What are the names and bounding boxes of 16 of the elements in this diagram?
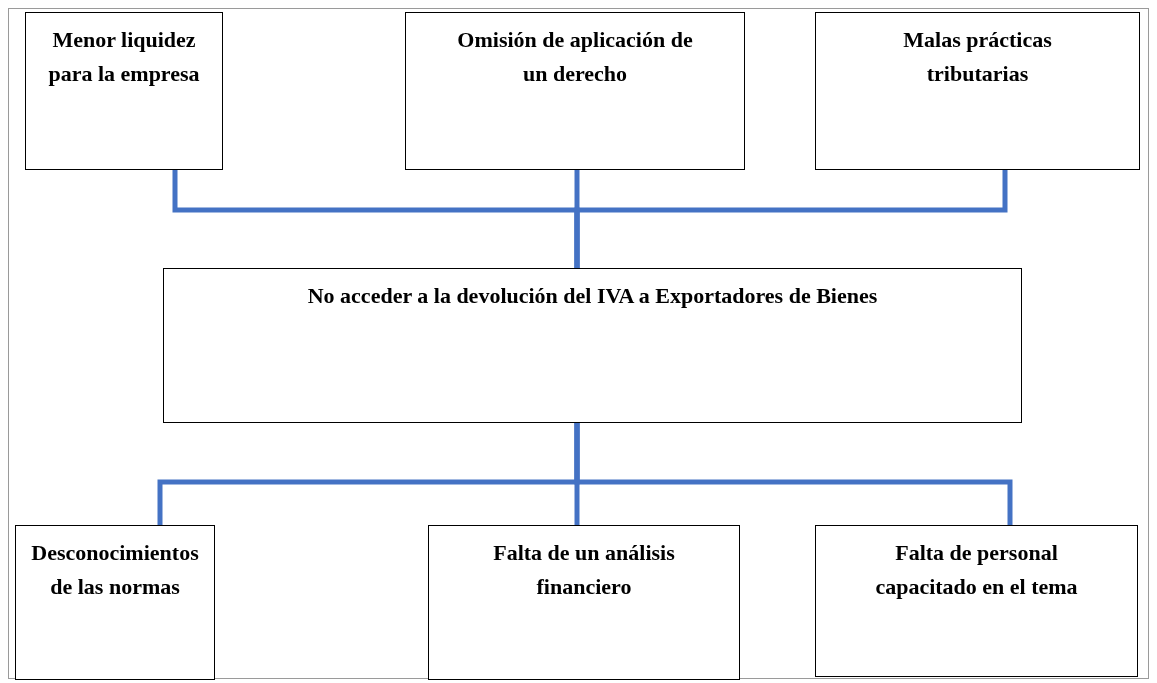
text-box [405, 12, 745, 170]
text-box [163, 268, 1022, 423]
text-box [428, 525, 740, 680]
box-text: Falta de personal capacitado en el tema [874, 539, 1079, 601]
text-box [25, 12, 223, 170]
box-text: Omisión de aplicación de un derecho [456, 26, 694, 88]
text-box [15, 525, 215, 680]
box-text: No acceder a la devolución del IVA a Exportadores de Bienes [307, 282, 878, 310]
box-text: Malas prácticas tributarias [902, 26, 1053, 88]
box-text: Menor liquidez para la empresa [47, 26, 201, 88]
text-box [815, 525, 1138, 677]
box-text: Desconocimientos de las normas [30, 539, 200, 601]
connector-line [574, 170, 1008, 268]
text-box [815, 12, 1140, 170]
connector-line [574, 423, 1013, 525]
box-text: Falta de un análisis financiero [492, 539, 676, 601]
